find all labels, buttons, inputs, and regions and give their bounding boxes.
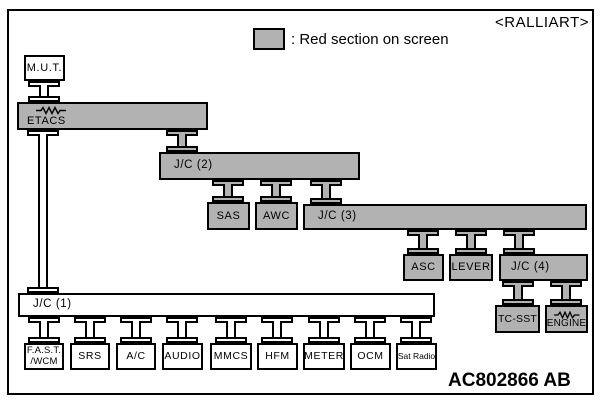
node-ac: A/C bbox=[116, 343, 156, 370]
node-asc: ASC bbox=[403, 254, 444, 281]
node-fast-wcm: F.A.S.T. /WCM bbox=[24, 343, 64, 370]
connector-stem bbox=[131, 321, 141, 339]
node-label: METER bbox=[304, 350, 344, 363]
connector-jc3-jc4 bbox=[503, 230, 535, 254]
connector-stem bbox=[177, 134, 187, 148]
connector-jc1-meter bbox=[308, 317, 340, 343]
node-meter: METER bbox=[303, 343, 345, 370]
node-jc4: J/C (4) bbox=[499, 254, 588, 281]
connector-jc1-fast-wcm bbox=[28, 317, 60, 343]
red-section-swatch bbox=[253, 28, 285, 50]
variant-label: <RALLIART> bbox=[495, 14, 589, 31]
connector-jc1-audio bbox=[166, 317, 198, 343]
node-label: M.U.T. bbox=[26, 61, 63, 74]
connector-stem bbox=[39, 321, 49, 339]
connector-stem bbox=[177, 321, 187, 339]
connector-jc1-ac bbox=[120, 317, 152, 343]
connector-stem bbox=[38, 134, 48, 289]
connector-stem bbox=[365, 321, 375, 339]
connector-stem bbox=[561, 285, 571, 301]
node-jc2: J/C (2) bbox=[159, 152, 360, 180]
connector-stem bbox=[513, 285, 523, 301]
node-label: J/C (4) bbox=[511, 260, 550, 273]
connector-stem bbox=[411, 321, 421, 339]
node-label: AWC bbox=[262, 209, 291, 222]
connector-stem bbox=[466, 234, 476, 250]
node-label: ENGINE bbox=[546, 317, 587, 329]
node-audio: AUDIO bbox=[162, 343, 203, 370]
connector-stem bbox=[272, 321, 282, 339]
legend-label: : Red section on screen bbox=[291, 31, 449, 48]
node-label: ASC bbox=[411, 261, 436, 273]
node-srs: SRS bbox=[70, 343, 110, 370]
connector-mut-etacs bbox=[28, 81, 60, 102]
connector-jc1-hfm bbox=[261, 317, 293, 343]
node-label: SRS bbox=[78, 350, 102, 363]
connector-stem bbox=[39, 85, 49, 98]
node-label: OCM bbox=[357, 350, 384, 363]
connector-jc3-asc bbox=[407, 230, 439, 254]
node-label: J/C (1) bbox=[33, 298, 72, 311]
node-label: A/C bbox=[126, 350, 146, 363]
node-tc-sst: TC-SST bbox=[495, 305, 540, 333]
node-label: HFM bbox=[265, 350, 290, 363]
connector-stem bbox=[418, 234, 428, 250]
connector-stem bbox=[321, 184, 331, 200]
node-engine: ENGINE bbox=[545, 305, 588, 333]
connector-stem bbox=[223, 184, 233, 198]
node-label: Sat Radio bbox=[397, 351, 436, 362]
connector-jc3-lever bbox=[455, 230, 487, 254]
node-label: F.A.S.T. bbox=[26, 344, 62, 356]
node-label: /WCM bbox=[30, 355, 58, 367]
node-label: LEVER bbox=[451, 261, 491, 273]
connector-stem bbox=[226, 321, 236, 339]
connector-stem bbox=[514, 234, 524, 250]
connector-jc4-engine bbox=[550, 281, 582, 305]
node-mut: M.U.T. bbox=[24, 55, 65, 81]
diagram-border bbox=[7, 9, 594, 395]
connector-jc1-sat-radio bbox=[400, 317, 432, 343]
connector-stem bbox=[85, 321, 95, 339]
drawing-code: AC802866 AB bbox=[448, 370, 571, 391]
node-label: TC-SST bbox=[497, 312, 538, 325]
node-label: J/C (3) bbox=[318, 210, 357, 223]
node-label: AUDIO bbox=[164, 350, 201, 363]
connector-etacs-jc1 bbox=[27, 130, 59, 293]
connector-stem bbox=[319, 321, 329, 339]
node-jc3: J/C (3) bbox=[303, 204, 587, 230]
node-label: MMCS bbox=[213, 350, 249, 363]
node-mmcs: MMCS bbox=[210, 343, 252, 370]
node-jc1: J/C (1) bbox=[18, 293, 435, 317]
node-ocm: OCM bbox=[350, 343, 391, 370]
connector-etacs-jc2 bbox=[166, 130, 198, 152]
node-etacs: ETACS bbox=[17, 102, 208, 130]
connector-jc2-sas bbox=[212, 180, 244, 202]
terminating-resistor-icon bbox=[36, 105, 66, 115]
connector-stem bbox=[271, 184, 281, 198]
connector-jc1-mmcs bbox=[215, 317, 247, 343]
node-sat-radio: Sat Radio bbox=[396, 343, 437, 370]
connector-jc1-srs bbox=[74, 317, 106, 343]
node-label: SAS bbox=[216, 209, 241, 222]
node-sas: SAS bbox=[207, 202, 250, 230]
connector-jc2-awc bbox=[260, 180, 292, 202]
connector-jc1-ocm bbox=[354, 317, 386, 343]
node-label: ETACS bbox=[27, 114, 66, 127]
node-awc: AWC bbox=[255, 202, 298, 230]
connector-jc4-tc-sst bbox=[502, 281, 534, 305]
node-hfm: HFM bbox=[257, 343, 298, 370]
node-label: J/C (2) bbox=[174, 159, 213, 172]
connector-jc2-jc3 bbox=[310, 180, 342, 204]
terminating-resistor-icon bbox=[553, 310, 579, 319]
node-lever: LEVER bbox=[449, 254, 493, 281]
